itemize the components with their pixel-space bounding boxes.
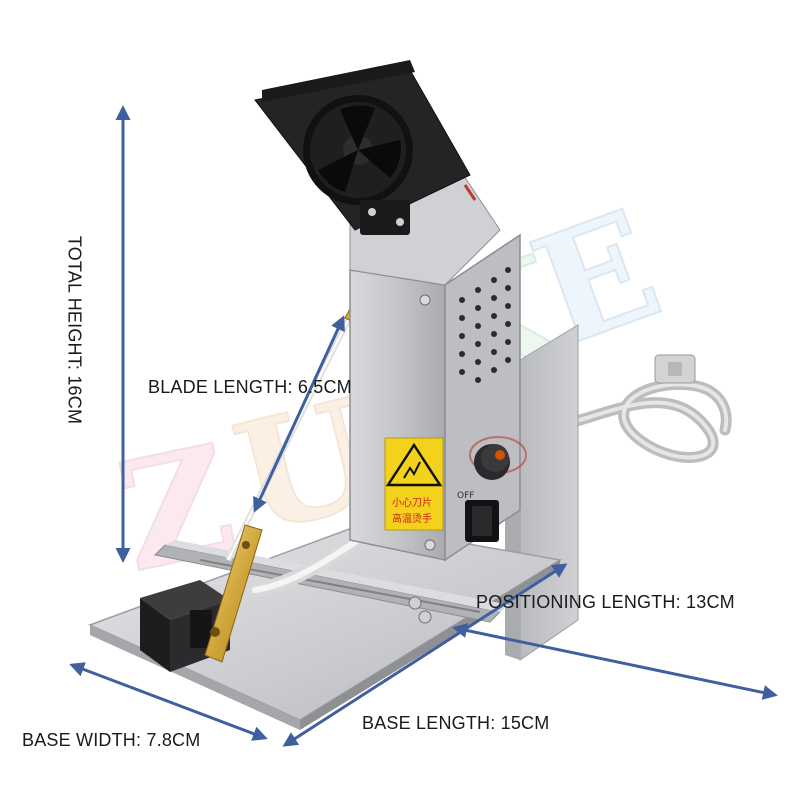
cooling-fan: [303, 95, 413, 205]
top-head: [254, 60, 501, 286]
power-cable: [534, 354, 732, 463]
blade-length-arrow: [253, 315, 345, 513]
dimension-arrows: [69, 105, 778, 747]
switch-off-label: OFF: [457, 491, 474, 501]
positioning-length-label: POSITIONING LENGTH: 13CM: [476, 592, 735, 612]
positioning-length-arrow: [282, 563, 568, 747]
power-plug: [654, 354, 696, 384]
base-width-arrow: [69, 662, 268, 741]
warning-line-1: 小心刀片: [392, 496, 432, 509]
power-switch: OFF: [457, 491, 499, 542]
base-length-arrow: [452, 623, 778, 700]
warning-sticker: 小心刀片 高温烫手: [384, 437, 444, 531]
temperature-knob: [469, 436, 527, 480]
base-width-label: BASE WIDTH: 7.8CM: [22, 730, 201, 750]
blade-length-label: BLADE LENGTH: 6.5CM: [148, 377, 352, 397]
vent-holes: [459, 267, 511, 383]
blade-clip-lower: [204, 524, 263, 663]
warning-line-2: 高温烫手: [392, 512, 432, 525]
base-length-label: BASE LENGTH: 15CM: [362, 713, 550, 733]
total-height-label: TOTAL HEIGHT: 16CM: [64, 235, 85, 425]
